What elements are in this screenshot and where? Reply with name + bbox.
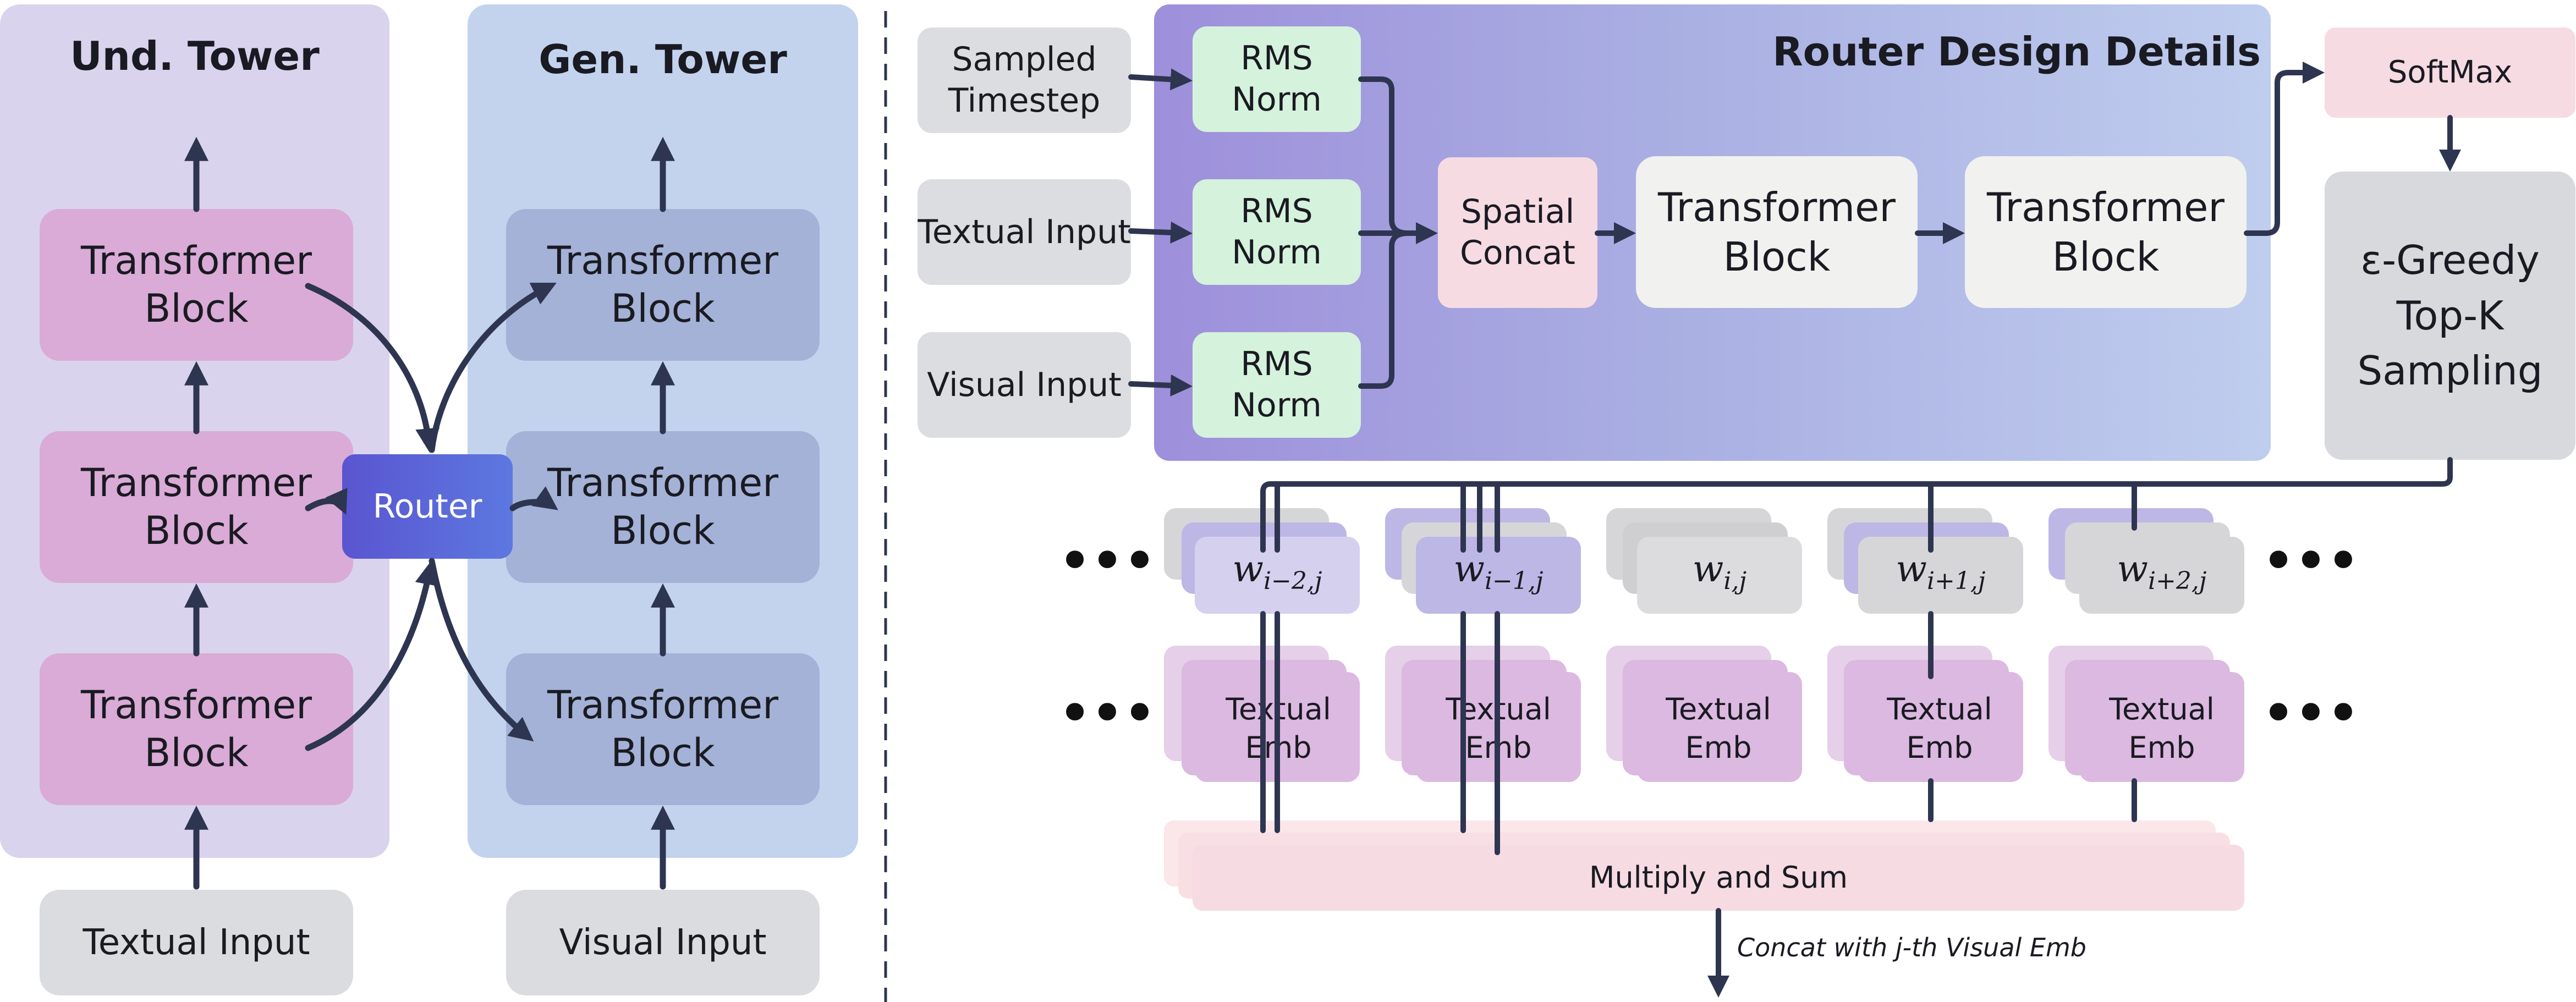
left-arrows bbox=[184, 136, 675, 890]
visual-input-side: Visual Input bbox=[918, 332, 1131, 438]
w-card-front bbox=[1637, 537, 1802, 614]
block-label: Transformer Block bbox=[80, 460, 312, 554]
und-tower-title: Und. Tower bbox=[70, 33, 320, 79]
softmax-box: SoftMax bbox=[2325, 27, 2575, 118]
w-label: wi−1,j bbox=[1453, 548, 1544, 596]
ellipsis-emb-right: ••• bbox=[2260, 678, 2361, 748]
emb-card-front bbox=[1858, 672, 2023, 782]
w-label: wi+2,j bbox=[2117, 548, 2207, 596]
router-box: Router bbox=[342, 454, 513, 559]
gen-transformer-block-top: Transformer Block bbox=[506, 209, 820, 361]
block-label: Transformer Block bbox=[80, 682, 312, 776]
multiply-and-sum-box: Multiply and Sum bbox=[1193, 845, 2244, 911]
emb-card-front bbox=[1637, 672, 1802, 782]
gen-transformer-block-bottom: Transformer Block bbox=[506, 653, 820, 805]
router-transformer-block-1: Transformer Block bbox=[1636, 156, 1918, 308]
emb-label: Textual Emb bbox=[1666, 691, 1771, 765]
emb-label: Textual Emb bbox=[1887, 691, 1992, 765]
block-label: Transformer Block bbox=[547, 460, 779, 554]
w-label: wi+1,j bbox=[1896, 548, 1986, 596]
emb-card-front bbox=[2079, 672, 2244, 782]
block-label: Transformer Block bbox=[547, 682, 779, 776]
und-transformer-block-top: Transformer Block bbox=[40, 209, 353, 361]
gen-transformer-block-middle: Transformer Block bbox=[506, 431, 820, 583]
divider-line bbox=[884, 11, 887, 1002]
gen-tower-title: Gen. Tower bbox=[539, 36, 787, 82]
w-label: wi,j bbox=[1692, 548, 1747, 596]
rms-norm-1: RMS Norm bbox=[1193, 26, 1361, 132]
concat-note: Concat with j-th Visual Emb bbox=[1737, 933, 2086, 962]
greedy-topk-box: ε-Greedy Top-K Sampling bbox=[2325, 172, 2575, 460]
block-label: Transformer Block bbox=[547, 238, 779, 332]
visual-input-box: Visual Input bbox=[506, 890, 820, 995]
emb-label: Textual Emb bbox=[2109, 691, 2215, 765]
sampled-timestep-input: Sampled Timestep bbox=[918, 27, 1131, 133]
und-transformer-block-middle: Transformer Block bbox=[40, 431, 353, 583]
textual-input-box: Textual Input bbox=[40, 890, 353, 995]
w-card-front bbox=[2079, 537, 2244, 614]
rms-norm-2: RMS Norm bbox=[1193, 179, 1361, 285]
ellipsis-w-right: ••• bbox=[2260, 526, 2361, 596]
und-transformer-block-bottom: Transformer Block bbox=[40, 653, 353, 805]
textual-input-side: Textual Input bbox=[918, 179, 1131, 285]
w-card-front bbox=[1858, 537, 2023, 614]
spatial-concat-box: Spatial Concat bbox=[1438, 157, 1597, 308]
ellipsis-emb-left: ••• bbox=[1057, 678, 1158, 748]
router-design-title: Router Design Details bbox=[1772, 29, 2261, 75]
ellipsis-w-left: ••• bbox=[1057, 526, 1158, 596]
rms-norm-3: RMS Norm bbox=[1193, 332, 1361, 438]
block-label: Transformer Block bbox=[80, 238, 312, 332]
router-transformer-block-2: Transformer Block bbox=[1965, 156, 2247, 308]
w-label: wi−2,j bbox=[1232, 548, 1322, 596]
